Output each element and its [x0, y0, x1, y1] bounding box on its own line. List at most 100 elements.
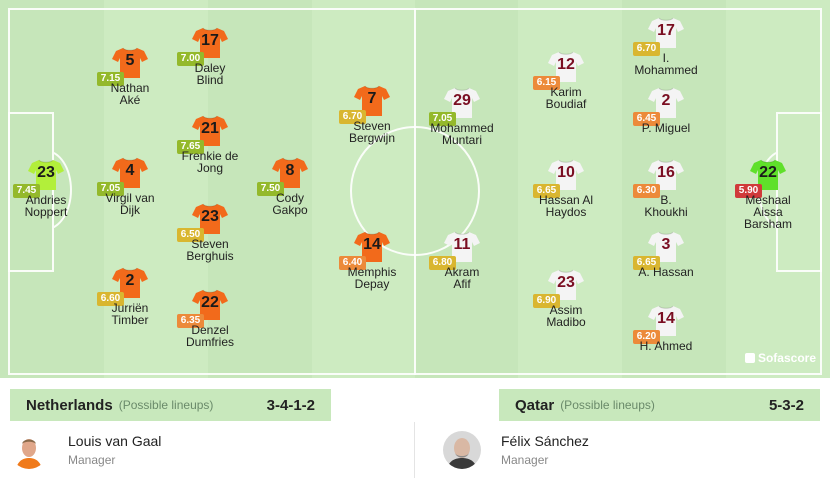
player-name-line: Steven — [353, 119, 391, 133]
player-name-line: Aké — [119, 93, 141, 107]
home-team-bar: Netherlands (Possible lineups) 3-4-1-2 — [10, 389, 331, 421]
player-name: H. Ahmed — [621, 340, 711, 352]
shirt-icon: 22 — [192, 288, 228, 322]
player-name-line: Dumfries — [185, 335, 234, 349]
player-name: I.Mohammed — [621, 52, 711, 76]
player-rating-badge: 6.70 — [339, 110, 366, 124]
player-name: P. Miguel — [621, 122, 711, 134]
player-rating-badge: 6.20 — [633, 330, 660, 344]
away-team-bar: Qatar (Possible lineups) 5-3-2 — [499, 389, 820, 421]
shirt-number: 12 — [557, 56, 575, 73]
home-team-name[interactable]: Netherlands — [26, 396, 113, 414]
shirt-number: 21 — [201, 120, 219, 137]
shirt-icon: 22 — [750, 158, 786, 192]
away-manager[interactable]: Félix Sánchez Manager — [443, 425, 589, 475]
away-manager-role: Manager — [501, 453, 549, 467]
shirt-icon: 23 — [192, 202, 228, 236]
player-name-line: Meshaal — [745, 193, 791, 207]
shirt-icon: 17 — [648, 16, 684, 50]
shirt-icon: 7 — [354, 84, 390, 118]
player-name-line: Cody — [275, 191, 304, 205]
away-team-name[interactable]: Qatar — [515, 396, 555, 414]
shirt-number: 23 — [37, 164, 55, 181]
shirt-number: 3 — [661, 236, 671, 253]
player-rating-badge: 6.80 — [429, 256, 456, 270]
player-name-line: Jong — [196, 161, 224, 175]
shirt-icon: 10 — [548, 158, 584, 192]
shirt-number: 14 — [363, 236, 381, 253]
player-name-line: Khoukhi — [644, 205, 688, 219]
player-rating-badge: 7.05 — [429, 112, 456, 126]
player-name-line: Akram — [444, 265, 480, 279]
player-name-line: Timber — [111, 313, 149, 327]
shirt-icon: 4 — [112, 156, 148, 190]
player-name-line: Daley — [194, 61, 226, 75]
home-formation: 3-4-1-2 — [266, 396, 315, 414]
home-manager[interactable]: Louis van Gaal Manager — [10, 425, 161, 475]
player-rating-badge: 7.50 — [257, 182, 284, 196]
player-name-line: Berghuis — [186, 249, 234, 263]
player-name-line: Barsham — [743, 217, 793, 231]
shirt-icon: 14 — [648, 304, 684, 338]
player-rating-badge: 7.45 — [13, 184, 40, 198]
shirt-icon: 14 — [354, 230, 390, 264]
player-name-line: Haydos — [545, 205, 587, 219]
sofascore-logo-icon — [744, 353, 755, 363]
player-name-line: Karim — [550, 85, 582, 99]
player-name-line: Aissa — [753, 205, 783, 219]
player-name-line: Denzel — [191, 323, 229, 337]
player-rating-badge: 6.50 — [177, 228, 204, 242]
player-name-line: Nathan — [110, 81, 150, 95]
away-lineup-note: (Possible lineups) — [560, 398, 655, 412]
player-name-line: Steven — [191, 237, 229, 251]
shirt-number: 2 — [661, 92, 671, 109]
player-name-line: B. — [660, 193, 672, 207]
player-rating-badge: 7.15 — [97, 72, 124, 86]
player-name-line: Noppert — [24, 205, 68, 219]
shirt-number: 16 — [657, 164, 675, 181]
player-name-line: Boudiaf — [545, 97, 587, 111]
shirt-icon: 16 — [648, 158, 684, 192]
player-name-line: Memphis — [347, 265, 397, 279]
shirt-icon: 29 — [444, 86, 480, 120]
player-name-line: Assim — [549, 303, 583, 317]
shirt-icon: 17 — [192, 26, 228, 60]
shirt-number: 7 — [367, 90, 377, 107]
shirt-icon: 23 — [28, 158, 64, 192]
shirt-number: 17 — [657, 22, 675, 39]
player-rating-badge: 5.90 — [735, 184, 762, 198]
shirt-number: 17 — [201, 32, 219, 49]
